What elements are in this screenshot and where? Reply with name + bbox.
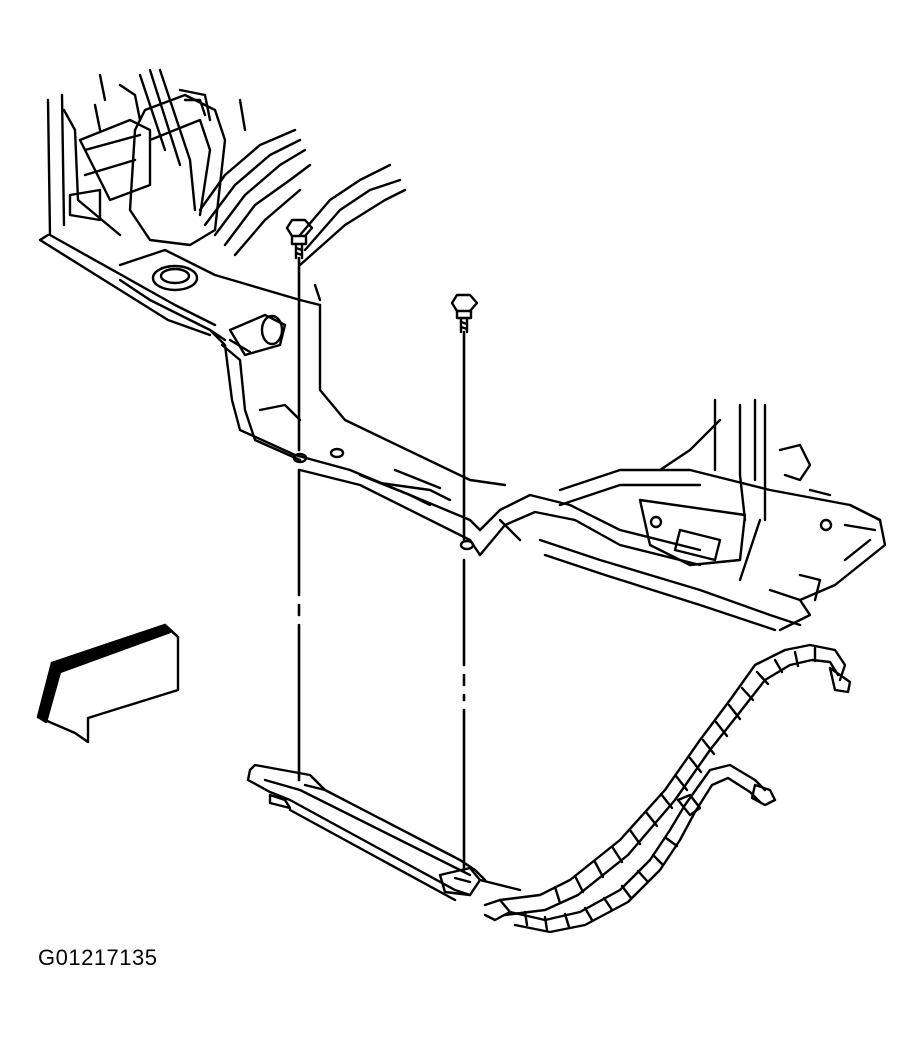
mount-boss [151,264,199,292]
shock-tower [128,68,227,247]
engine-pipes [198,98,407,267]
left-frame-rail [38,73,217,337]
view-direction-arrow [36,623,180,744]
cooler-line-bracket [246,763,522,922]
mount-hole [459,539,475,551]
bolt-right [450,293,479,334]
tube-stub [228,313,287,357]
cooler-tube [676,763,777,817]
cooler-hose-upper [498,643,852,917]
figure-id-label: G01217135 [38,945,158,970]
crossmember [118,248,702,567]
cooler-hose-lower [508,803,697,934]
mount-hole [329,447,345,459]
mount-hole [292,452,308,464]
right-frame-rail [538,398,887,632]
bolt-left [285,218,314,260]
